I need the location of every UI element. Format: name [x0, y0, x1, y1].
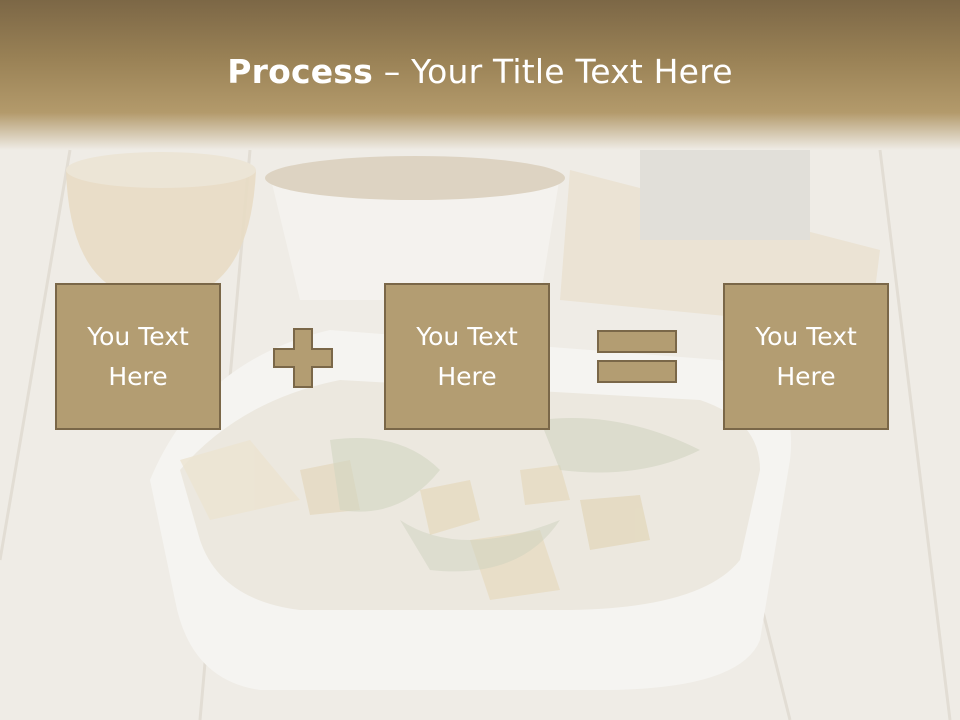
process-box-label: You Text Here — [755, 321, 857, 391]
process-box-2[interactable]: You Text Here — [384, 283, 550, 430]
process-box-3[interactable]: You Text Here — [723, 283, 889, 430]
equals-icon — [597, 330, 677, 383]
plus-icon — [273, 328, 333, 388]
process-box-label: You Text Here — [416, 321, 518, 391]
title-text: Your Title Text Here — [411, 52, 733, 91]
process-box-label: You Text Here — [87, 321, 189, 391]
process-box-1[interactable]: You Text Here — [55, 283, 221, 430]
title-dash: – — [373, 52, 412, 91]
slide-title: Process – Your Title Text Here — [0, 52, 960, 91]
title-bold: Process — [227, 52, 373, 91]
title-banner — [0, 0, 960, 150]
